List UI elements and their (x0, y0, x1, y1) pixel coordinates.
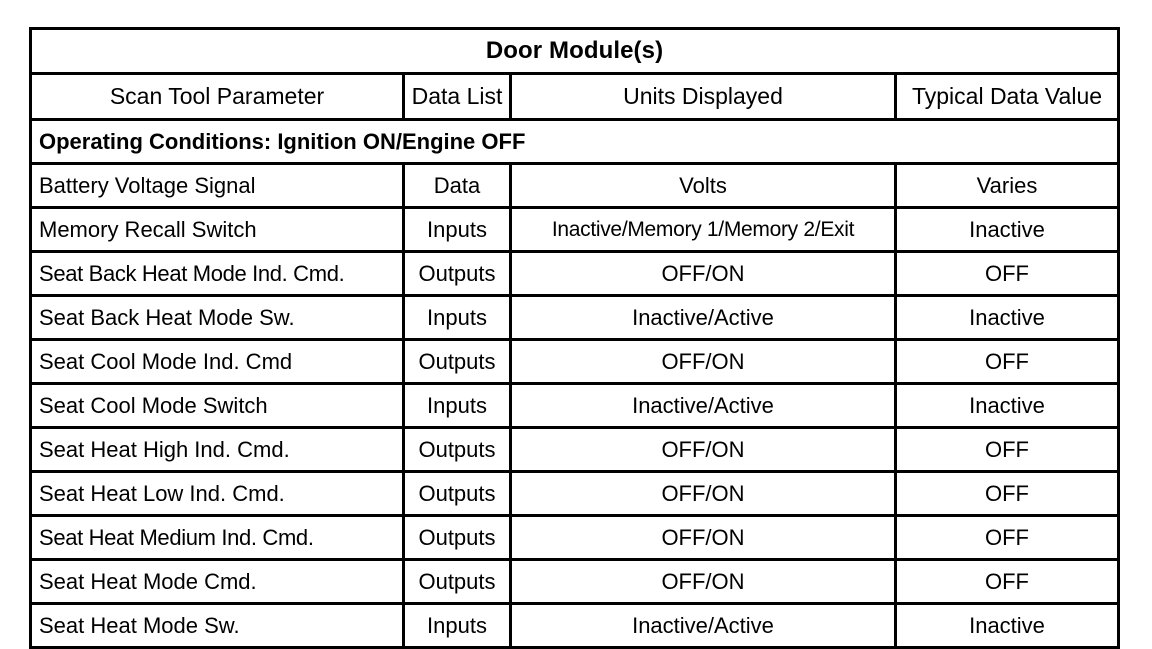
scan-tool-parameter-table: Door Module(s) Scan Tool Parameter Data … (28, 27, 1121, 649)
cell-parameter: Seat Heat Mode Cmd. (29, 558, 405, 605)
cell-typical-value: OFF (893, 514, 1121, 561)
cell-parameter: Seat Back Heat Mode Ind. Cmd. (29, 250, 405, 297)
column-header-scan-tool-parameter: Scan Tool Parameter (29, 72, 405, 121)
cell-parameter: Seat Cool Mode Switch (29, 382, 405, 429)
cell-units: OFF/ON (509, 514, 897, 561)
operating-conditions-row: Operating Conditions: Ignition ON/Engine… (28, 118, 1121, 165)
column-header-units-displayed: Units Displayed (509, 72, 897, 121)
table-row: Seat Heat High Ind. Cmd. Outputs OFF/ON … (29, 426, 1121, 473)
cell-parameter: Seat Heat Low Ind. Cmd. (29, 470, 405, 517)
cell-data-list: Outputs (402, 470, 512, 517)
cell-data-list: Inputs (402, 206, 512, 253)
table-body: Door Module(s) Scan Tool Parameter Data … (28, 27, 1121, 649)
table-row: Battery Voltage Signal Data Volts Varies (29, 162, 1121, 209)
cell-units: OFF/ON (509, 470, 897, 517)
cell-data-list: Inputs (402, 602, 512, 649)
cell-typical-value: OFF (893, 250, 1121, 297)
table-row: Seat Back Heat Mode Ind. Cmd. Outputs OF… (29, 250, 1121, 297)
cell-parameter: Battery Voltage Signal (29, 162, 405, 209)
cell-data-list: Data (402, 162, 512, 209)
table-title: Door Module(s) (28, 27, 1121, 75)
cell-units: Inactive/Active (509, 602, 897, 649)
table-row: Seat Back Heat Mode Sw. Inputs Inactive/… (29, 294, 1121, 341)
table-row: Seat Heat Low Ind. Cmd. Outputs OFF/ON O… (29, 470, 1121, 517)
cell-typical-value: Inactive (893, 382, 1121, 429)
cell-units: OFF/ON (509, 338, 897, 385)
cell-data-list: Outputs (402, 558, 512, 605)
table-row: Seat Cool Mode Ind. Cmd Outputs OFF/ON O… (29, 338, 1121, 385)
operating-conditions-label: Operating Conditions: Ignition ON/Engine… (28, 118, 1121, 165)
table-title-row: Door Module(s) (28, 27, 1121, 75)
cell-parameter: Seat Cool Mode Ind. Cmd (29, 338, 405, 385)
cell-parameter: Seat Heat Medium Ind. Cmd. (29, 514, 405, 561)
cell-units: Inactive/Active (509, 382, 897, 429)
cell-typical-value: Inactive (893, 206, 1121, 253)
cell-typical-value: Varies (893, 162, 1121, 209)
cell-typical-value: OFF (893, 426, 1121, 473)
cell-parameter: Seat Heat High Ind. Cmd. (29, 426, 405, 473)
cell-data-list: Inputs (402, 382, 512, 429)
table-row: Memory Recall Switch Inputs Inactive/Mem… (29, 206, 1121, 253)
cell-typical-value: Inactive (893, 294, 1121, 341)
table-row: Seat Heat Mode Cmd. Outputs OFF/ON OFF (29, 558, 1121, 605)
cell-units: Volts (509, 162, 897, 209)
cell-parameter: Seat Heat Mode Sw. (29, 602, 405, 649)
cell-parameter: Seat Back Heat Mode Sw. (29, 294, 405, 341)
cell-data-list: Outputs (402, 514, 512, 561)
cell-data-list: Inputs (402, 294, 512, 341)
cell-parameter: Memory Recall Switch (29, 206, 405, 253)
column-header-typical-data-value: Typical Data Value (893, 72, 1121, 121)
table-row: Seat Heat Mode Sw. Inputs Inactive/Activ… (29, 602, 1121, 649)
table-row: Seat Cool Mode Switch Inputs Inactive/Ac… (29, 382, 1121, 429)
cell-data-list: Outputs (402, 338, 512, 385)
cell-data-list: Outputs (402, 250, 512, 297)
cell-typical-value: OFF (893, 338, 1121, 385)
cell-typical-value: Inactive (893, 602, 1121, 649)
cell-data-list: Outputs (402, 426, 512, 473)
cell-typical-value: OFF (893, 558, 1121, 605)
cell-units: OFF/ON (509, 558, 897, 605)
cell-units: Inactive/Active (509, 294, 897, 341)
table-header-row: Scan Tool Parameter Data List Units Disp… (29, 72, 1121, 121)
cell-units: OFF/ON (509, 250, 897, 297)
cell-typical-value: OFF (893, 470, 1121, 517)
cell-units: OFF/ON (509, 426, 897, 473)
table-row: Seat Heat Medium Ind. Cmd. Outputs OFF/O… (29, 514, 1121, 561)
cell-units: Inactive/Memory 1/Memory 2/Exit (509, 206, 897, 253)
column-header-data-list: Data List (402, 72, 512, 121)
